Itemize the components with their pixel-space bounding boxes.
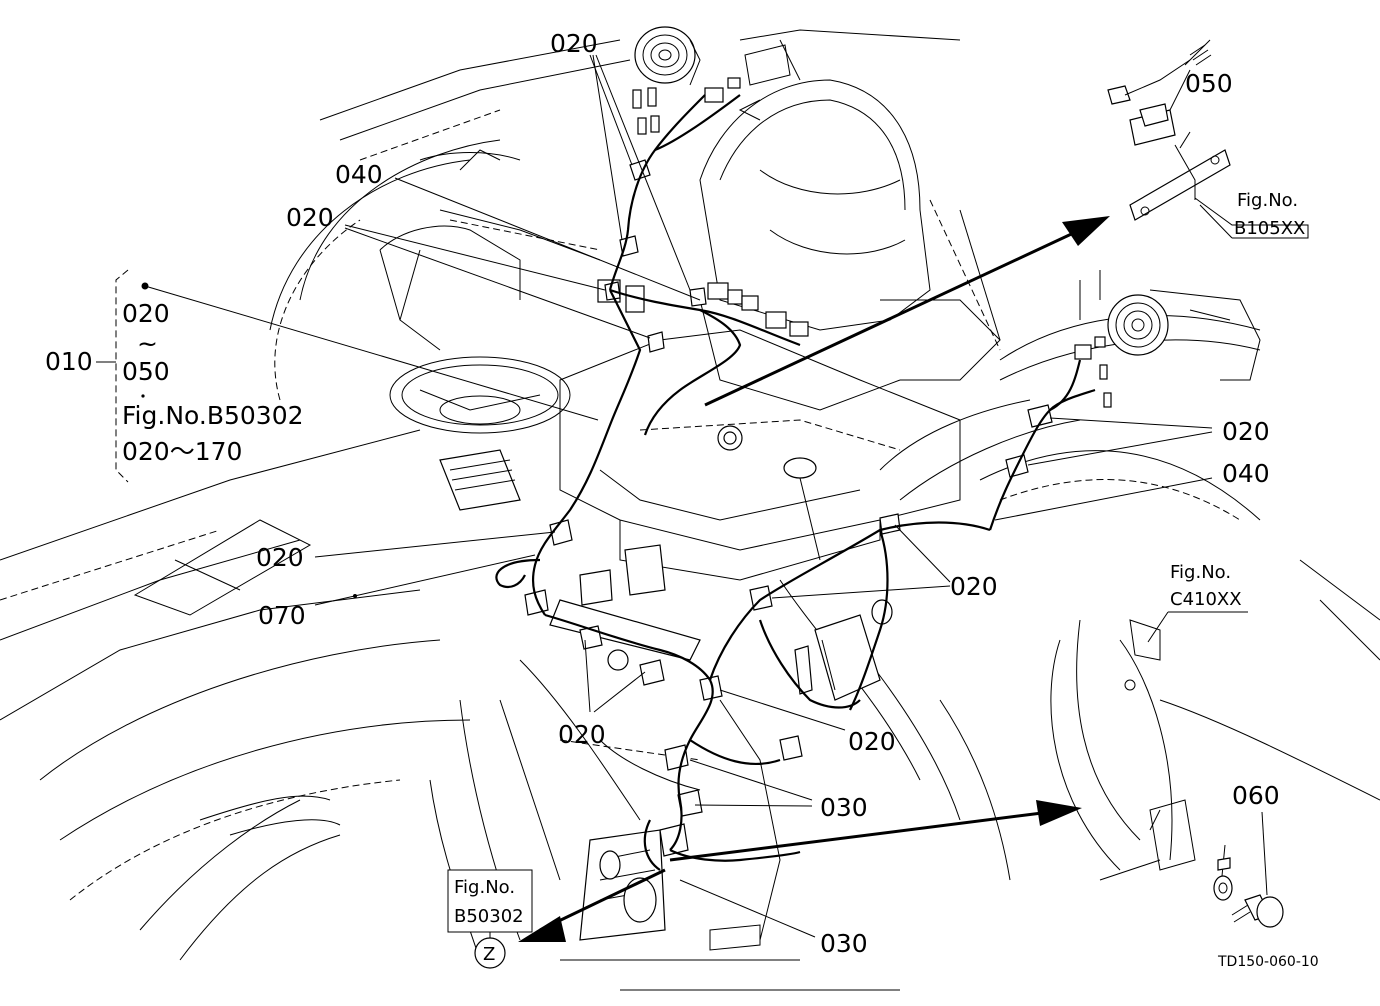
ref-c410-line1: Fig.No.	[1170, 562, 1231, 583]
bracket-main-010: 010	[45, 347, 93, 376]
under-platform-parts	[439, 449, 701, 941]
callout-070: 070	[258, 601, 306, 630]
callout-060: 060	[1232, 781, 1280, 810]
bracket-fig-ref: Fig.No.B50302	[122, 401, 304, 430]
callout-050: 050	[1185, 69, 1233, 98]
horn-right	[1107, 294, 1169, 356]
controller-module	[794, 599, 893, 701]
bracket-dot	[141, 394, 145, 398]
ref-c410-line2: C410XX	[1170, 589, 1242, 610]
figure-references: Fig.No. B105XX Fig.No. C410XX Fig.No. B5…	[447, 190, 1305, 969]
callout-020-center: 020	[950, 572, 998, 601]
switch-assembly-050	[1107, 39, 1231, 221]
ref-b105-line1: Fig.No.	[1237, 190, 1298, 211]
callout-020-mid: 020	[256, 543, 304, 572]
connectors-top	[632, 77, 1112, 408]
callout-020-right: 020	[1222, 417, 1270, 446]
arrow-head-c410	[1036, 800, 1082, 826]
ref-b503-line1: Fig.No.	[454, 877, 515, 898]
view-z-circle	[474, 937, 506, 969]
bracket-labels: 010 020 ~ 050 Fig.No.B50302 020～170	[45, 299, 304, 466]
arrow-head-b105	[1062, 216, 1110, 246]
ref-b503-line2: B50302	[454, 906, 524, 927]
callout-030-bottom: 030	[820, 929, 868, 958]
harness-clamps	[524, 159, 1053, 857]
view-z-label: Z	[483, 944, 495, 965]
components	[439, 26, 1284, 941]
bracket-line-020: 020	[122, 299, 170, 328]
callout-030-mid: 030	[820, 793, 868, 822]
leader-dot-070	[353, 594, 357, 598]
tractor-body-outline	[0, 29, 1380, 991]
bracket-range: 020～170	[122, 437, 242, 466]
callout-020-bottom-right: 020	[848, 727, 896, 756]
ref-b105-line2: B105XX	[1234, 218, 1305, 239]
ref-b503-box	[447, 869, 533, 933]
callout-020-bottom: 020	[558, 720, 606, 749]
callout-labels: 020 040 020 050 020 040 020 070 020 020 …	[256, 29, 1280, 958]
wire-harness	[495, 94, 1096, 871]
drawing-code: TD150-060-10	[1217, 954, 1319, 970]
reference-arrows	[518, 216, 1110, 942]
arrow-head-b503	[518, 916, 566, 942]
bracket-line-050: 050	[122, 357, 170, 386]
callout-040-top: 040	[335, 160, 383, 189]
horn-top	[634, 26, 701, 86]
leader-lines	[141, 54, 1309, 938]
assembly-bracket-010	[96, 269, 129, 483]
callout-020-top: 020	[550, 29, 598, 58]
leader-dot-010	[141, 282, 149, 290]
callout-040-right: 040	[1222, 459, 1270, 488]
callout-020-left: 020	[286, 203, 334, 232]
ground-bolt-060	[1213, 844, 1284, 928]
bracket-tilde: ~	[137, 329, 158, 358]
